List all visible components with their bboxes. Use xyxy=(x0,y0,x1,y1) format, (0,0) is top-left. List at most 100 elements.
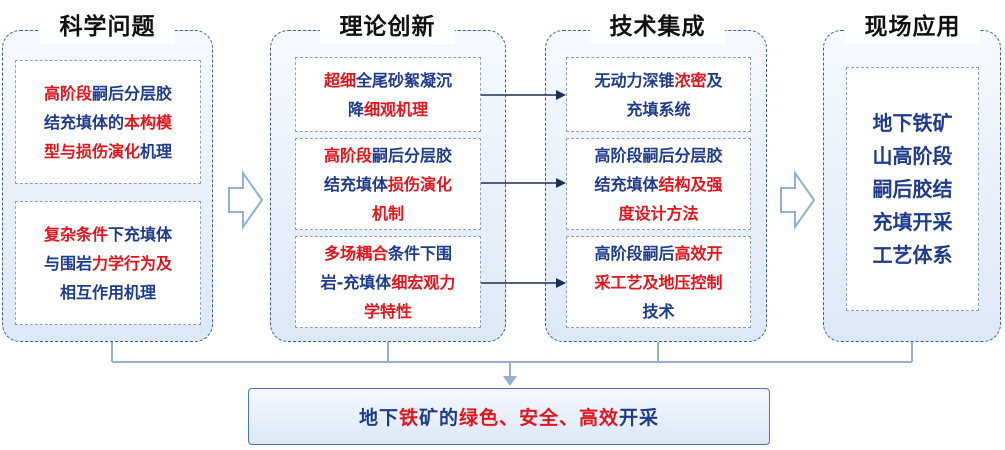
text-line: 高阶段嗣后高效开 xyxy=(594,239,722,268)
goal-text: 地下铁矿的绿色、安全、高效开采 xyxy=(359,403,659,430)
body-text: 及 xyxy=(706,70,723,90)
highlight-text: 学特性 xyxy=(363,301,412,321)
body-text: 地下 xyxy=(358,407,399,429)
box-text: 高阶段嗣后分层胶结充填体的本构模型与损伤演化机理 xyxy=(44,79,172,166)
text-line: 技术 xyxy=(594,297,722,326)
text-line: 降细观机理 xyxy=(324,95,452,124)
text-line: 机制 xyxy=(324,199,452,228)
highlight-text: 结构及强 xyxy=(658,174,723,194)
box-text: 高阶段嗣后分层胶结充填体结构及强度设计方法 xyxy=(594,141,722,228)
highlight-text: 高阶段 xyxy=(43,83,92,103)
text-line: 结充填体结构及强 xyxy=(594,170,722,199)
column-title-theory: 理论创新 xyxy=(320,10,455,44)
field-text: 地下铁矿山高阶段嗣后胶结充填开采工艺体系 xyxy=(873,107,953,272)
tech-box-2: 高阶段嗣后分层胶结充填体结构及强度设计方法 xyxy=(566,138,751,230)
body-text: 结充填体 xyxy=(594,174,659,194)
body-text: 结充填体的 xyxy=(43,112,124,132)
arrow-head xyxy=(556,178,566,188)
theory-box-2: 高阶段嗣后分层胶结充填体损伤演化机制 xyxy=(295,138,481,230)
body-text: 全尾砂絮凝沉 xyxy=(356,70,453,90)
tech-box-3: 高阶段嗣后高效开采工艺及地压控制技术 xyxy=(566,236,751,328)
highlight-text: 超细 xyxy=(323,70,356,90)
text-line: 无动力深锥浓密及 xyxy=(594,66,722,95)
body-text: 机理 xyxy=(140,141,173,161)
text-line: 相互作用机理 xyxy=(44,278,172,307)
body-text: 结充填体 xyxy=(323,174,388,194)
body-text: 下充填体 xyxy=(108,224,173,244)
science-box-1: 高阶段嗣后分层胶结充填体的本构模型与损伤演化机理 xyxy=(15,60,201,184)
column-title-tech: 技术集成 xyxy=(590,10,725,44)
body-text: 高阶段嗣后分层胶 xyxy=(594,145,723,165)
body-text: 无动力深锥 xyxy=(594,70,675,90)
science-box-2: 复杂条件下充填体与围岩力学行为及相互作用机理 xyxy=(15,201,201,325)
highlight-text: 高阶段 xyxy=(323,145,372,165)
text-line: 与围岩力学行为及 xyxy=(44,249,172,278)
box-text: 复杂条件下充填体与围岩力学行为及相互作用机理 xyxy=(44,220,172,307)
body-text: 相互作用机理 xyxy=(59,282,156,302)
field-line: 嗣后胶结 xyxy=(872,176,953,201)
field-line: 山高阶段 xyxy=(872,143,953,168)
highlight-text: 度设计方法 xyxy=(618,203,699,223)
body-text: 嗣后分层胶 xyxy=(372,145,453,165)
box-text: 高阶段嗣后分层胶结充填体损伤演化机制 xyxy=(324,141,452,228)
highlight-text: 高效开 xyxy=(674,243,723,263)
body-text: 降 xyxy=(347,99,364,119)
column-title-field: 现场应用 xyxy=(845,10,980,44)
highlight-text: 本构模 xyxy=(124,112,173,132)
arrow-head xyxy=(556,278,566,288)
text-line: 充填系统 xyxy=(594,95,722,124)
body-text: 高阶段嗣后 xyxy=(594,243,675,263)
text-line: 结充填体的本构模 xyxy=(44,108,172,137)
body-text: 充填系统 xyxy=(626,99,691,119)
body-text: 条件下围 xyxy=(387,243,452,263)
text-line: 型与损伤演化机理 xyxy=(44,137,172,166)
highlight-text: 采工艺及地压控制 xyxy=(594,272,723,292)
highlight-text: 多场耦合 xyxy=(323,243,388,263)
box-text: 超细全尾砂絮凝沉降细观机理 xyxy=(324,66,452,124)
highlight-text: 细观机理 xyxy=(364,99,429,119)
body-text: 嗣后分层胶 xyxy=(92,83,173,103)
text-line: 岩-充填体细宏观力 xyxy=(321,268,456,297)
body-text: 技术 xyxy=(642,301,675,321)
text-line: 超细全尾砂絮凝沉 xyxy=(324,66,452,95)
highlight-text: 力学行为及 xyxy=(92,253,173,273)
highlight-text: 型与损伤演化 xyxy=(43,141,140,161)
text-line: 采工艺及地压控制 xyxy=(594,268,722,297)
text-line: 学特性 xyxy=(321,297,456,326)
highlight-text: 铁 xyxy=(398,407,419,429)
box-text: 无动力深锥浓密及充填系统 xyxy=(594,66,722,124)
text-line: 高阶段嗣后分层胶 xyxy=(44,79,172,108)
highlight-text: 复杂条件 xyxy=(43,224,108,244)
field-line: 工艺体系 xyxy=(872,242,953,267)
column-title-science: 科学问题 xyxy=(40,10,175,44)
body-text: 与围岩 xyxy=(43,253,92,273)
theory-box-3: 多场耦合条件下围岩-充填体细宏观力学特性 xyxy=(295,236,481,328)
box-text: 多场耦合条件下围岩-充填体细宏观力学特性 xyxy=(321,239,456,326)
highlight-text: 浓密 xyxy=(674,70,707,90)
field-box: 地下铁矿山高阶段嗣后胶结充填开采工艺体系 xyxy=(846,67,979,311)
down-arrow-head xyxy=(503,376,517,386)
text-line: 度设计方法 xyxy=(594,199,722,228)
highlight-text: 绿色、安全、高效 xyxy=(459,407,620,429)
theory-box-1: 超细全尾砂絮凝沉降细观机理 xyxy=(295,57,481,132)
field-line: 地下铁矿 xyxy=(872,110,953,135)
hollow-arrow-icon xyxy=(228,169,264,231)
text-line: 高阶段嗣后分层胶 xyxy=(324,141,452,170)
text-line: 复杂条件下充填体 xyxy=(44,220,172,249)
field-line: 充填开采 xyxy=(872,209,953,234)
hollow-arrow-icon xyxy=(780,169,816,231)
box-text: 高阶段嗣后高效开采工艺及地压控制技术 xyxy=(594,239,722,326)
highlight-text: 机制 xyxy=(371,203,404,223)
text-line: 高阶段嗣后分层胶 xyxy=(594,141,722,170)
tech-box-1: 无动力深锥浓密及充填系统 xyxy=(566,57,751,132)
body-text: 矿的 xyxy=(418,407,459,429)
text-line: 多场耦合条件下围 xyxy=(321,239,456,268)
highlight-text: 损伤演化 xyxy=(388,174,453,194)
body-text: 开采 xyxy=(619,407,660,429)
goal-box: 地下铁矿的绿色、安全、高效开采 xyxy=(248,388,770,445)
body-text: 岩-充填体 xyxy=(320,272,392,292)
highlight-text: 细宏观力 xyxy=(391,272,456,292)
text-line: 结充填体损伤演化 xyxy=(324,170,452,199)
arrow-head xyxy=(556,90,566,100)
